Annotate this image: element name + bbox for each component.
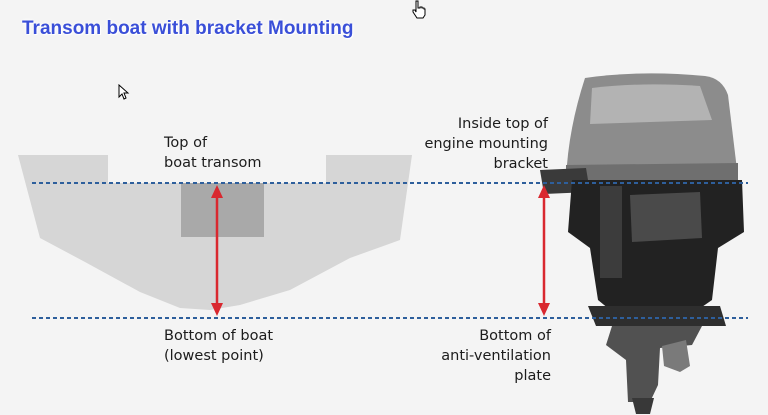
label-top-transom: Top of boat transom xyxy=(164,135,262,171)
diagram-title: Transom boat with bracket Mounting xyxy=(22,18,354,39)
label-bracket-top: Inside top of engine mounting bracket xyxy=(424,116,548,172)
boat-transom xyxy=(181,183,264,237)
boat-height-arrow xyxy=(211,185,223,316)
label-bottom-boat: Bottom of boat (lowest point) xyxy=(164,328,274,364)
engine-height-arrow xyxy=(538,185,550,316)
arrow-pointer-icon xyxy=(118,84,130,100)
hand-pointer-icon xyxy=(412,0,426,19)
outboard-engine xyxy=(540,73,744,414)
label-anti-ventilation: Bottom of anti-ventilation plate xyxy=(441,328,551,384)
